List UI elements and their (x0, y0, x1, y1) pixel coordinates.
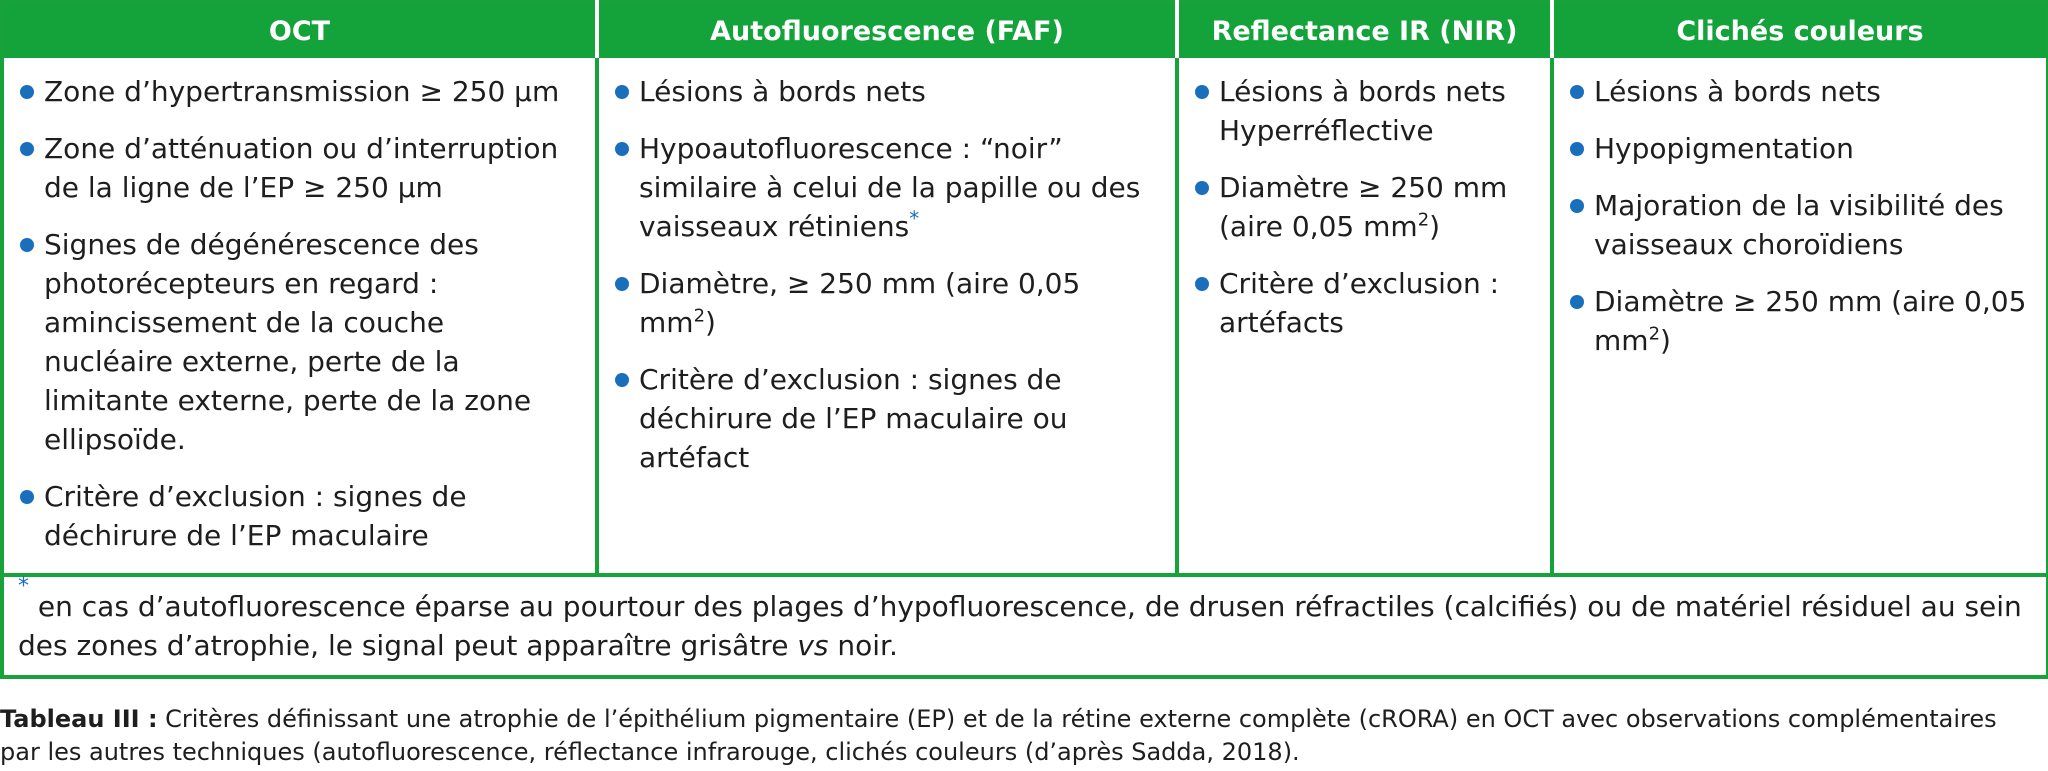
bullet-icon (1195, 85, 1209, 99)
footnote-row: * en cas d’autofluorescence éparse au po… (2, 573, 2048, 677)
bullet-icon (1195, 181, 1209, 195)
color-list: Lésions à bords nets Hypopigmentation Ma… (1568, 72, 2032, 360)
list-item: Hypoautofluorescence : “noir” similaire … (613, 129, 1161, 246)
bullet-icon (1570, 142, 1584, 156)
footnote-end: noir. (828, 629, 898, 662)
list-item: Critère d’exclusion : artéfacts (1193, 264, 1536, 342)
caption-text: Critères définissant une atrophie de l’é… (0, 705, 1997, 766)
table-caption: Tableau III : Critères définissant une a… (0, 703, 2040, 769)
bullet-icon (1570, 295, 1584, 309)
bullet-icon (20, 238, 34, 252)
footnote-marker: * (909, 206, 920, 231)
list-item: Critère d’exclusion : signes de déchirur… (613, 360, 1161, 477)
footnote-marker: * (18, 574, 29, 599)
header-nir: Reflectance IR (NIR) (1175, 2, 1552, 58)
criteria-table-container: OCT Autofluorescence (FAF) Reflectance I… (0, 0, 2048, 679)
list-item: Majoration de la visibilité des vaisseau… (1568, 186, 2032, 264)
bullet-icon (615, 142, 629, 156)
list-item: Hypopigmentation (1568, 129, 2032, 168)
bullet-icon (20, 142, 34, 156)
bullet-icon (20, 490, 34, 504)
header-faf: Autofluorescence (FAF) (595, 2, 1177, 58)
footnote-text: en cas d’autofluorescence éparse au pour… (18, 590, 2022, 662)
faf-list: Lésions à bords nets Hypoautofluorescenc… (613, 72, 1161, 477)
list-item: Zone d’atténuation ou d’interruption de … (18, 129, 581, 207)
header-color-photos: Clichés couleurs (1550, 2, 2048, 58)
list-item: Diamètre ≥ 250 mm (aire 0,05 mm2) (1193, 168, 1536, 246)
header-oct: OCT (2, 2, 597, 58)
criteria-table: OCT Autofluorescence (FAF) Reflectance I… (0, 0, 2048, 679)
cell-oct: Zone d’hypertransmission ≥ 250 μm Zone d… (2, 58, 597, 575)
nir-list: Lésions à bords nets Hyperréflective Dia… (1193, 72, 1536, 342)
bullet-icon (615, 373, 629, 387)
list-item: Lésions à bords nets (1568, 72, 2032, 111)
oct-list: Zone d’hypertransmission ≥ 250 μm Zone d… (18, 72, 581, 555)
bullet-icon (1195, 277, 1209, 291)
list-item: Zone d’hypertransmission ≥ 250 μm (18, 72, 581, 111)
list-item: Diamètre, ≥ 250 mm (aire 0,05 mm2) (613, 264, 1161, 342)
list-item: Critère d’exclusion : signes de déchirur… (18, 477, 581, 555)
cell-nir: Lésions à bords nets Hyperréflective Dia… (1175, 58, 1552, 575)
list-item: Lésions à bords nets (613, 72, 1161, 111)
cell-faf: Lésions à bords nets Hypoautofluorescenc… (595, 58, 1177, 575)
bullet-icon (20, 85, 34, 99)
list-item: Lésions à bords nets Hyperréflective (1193, 72, 1536, 150)
bullet-icon (615, 277, 629, 291)
caption-label: Tableau III : (0, 705, 158, 733)
cell-color-photos: Lésions à bords nets Hypopigmentation Ma… (1550, 58, 2048, 575)
footnote-italic: vs (797, 629, 829, 662)
bullet-icon (615, 85, 629, 99)
list-item: Signes de dégénérescence des photorécept… (18, 225, 581, 459)
footnote-cell: * en cas d’autofluorescence éparse au po… (2, 573, 2048, 677)
bullet-icon (1570, 199, 1584, 213)
content-row: Zone d’hypertransmission ≥ 250 μm Zone d… (2, 58, 2048, 575)
bullet-icon (1570, 85, 1584, 99)
list-item: Diamètre ≥ 250 mm (aire 0,05 mm2) (1568, 282, 2032, 360)
header-row: OCT Autofluorescence (FAF) Reflectance I… (2, 2, 2048, 58)
